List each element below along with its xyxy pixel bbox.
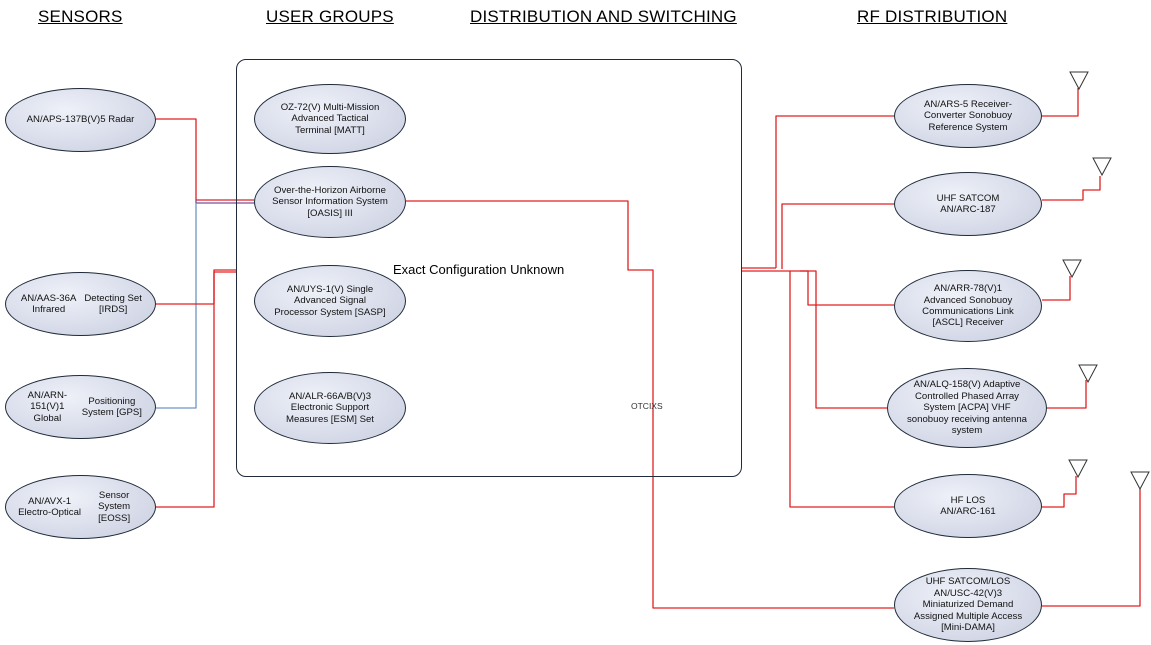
user-group-esm-line-1: AN/ALR-66A/B(V)3: [288, 390, 372, 402]
config-unknown-label: Exact Configuration Unknown: [393, 262, 565, 277]
user-group-esm: AN/ALR-66A/B(V)3 Electronic Support Meas…: [254, 372, 406, 444]
rf-alq158-line-4: sonobuoy receiving antenna: [906, 413, 1027, 425]
rf-alq158-line-1: AN/ALQ-158(V) Adaptive: [913, 379, 1021, 391]
link-ars5-antenna: [1042, 88, 1079, 117]
rf-arc161: HF LOS AN/ARC-161: [894, 474, 1042, 538]
link-arc187-antenna: [1042, 176, 1101, 201]
sensor-irds: AN/AAS-36A Infrared Detecting Set [IRDS]: [5, 272, 156, 336]
sensor-irds-line-1: AN/AAS-36A Infrared: [20, 292, 77, 315]
link-arr78-antenna: [1042, 276, 1071, 301]
rf-arr78-line-2: Advanced Sonobuoy: [923, 294, 1013, 306]
link-arr78: [790, 270, 894, 306]
sensor-eoss-line-2: Sensor System [EOSS]: [98, 489, 131, 524]
link-alq158: [800, 270, 887, 409]
link-gps-oasis: [156, 203, 197, 409]
rf-arr78-line-3: Communications Link: [922, 306, 1014, 317]
otcixs-label: OTCIXS: [631, 401, 663, 411]
rf-usc42-line-1: UHF SATCOM/LOS: [925, 576, 1011, 588]
sensor-eoss: AN/AVX-1 Electro-Optical Sensor System […: [5, 475, 156, 539]
sensor-radar-line-1: AN/APS-137B(V)5 Radar: [26, 114, 135, 126]
user-group-oasis-line-3: [OASIS] III: [307, 207, 353, 219]
header-distribution-switching: DISTRIBUTION AND SWITCHING: [470, 7, 737, 26]
link-eoss-box: [156, 271, 236, 508]
user-group-oasis-line-2: Sensor Information System: [272, 196, 388, 208]
sensor-irds-line-2: Detecting Set [IRDS]: [84, 292, 142, 315]
rf-alq158-line-3: System [ACPA] VHF: [923, 402, 1011, 414]
rf-usc42-line-2: AN/USC-42(V)3: [933, 587, 1003, 599]
user-group-oasis-line-1: Over-the-Horizon Airborne: [274, 184, 386, 196]
user-group-sasp-line-1: AN/UYS-1(V) Single: [286, 283, 374, 295]
antenna-icon: [1062, 259, 1082, 279]
header-rf-distribution: RF DISTRIBUTION: [857, 7, 1008, 26]
link-radar-oasis: [156, 118, 254, 201]
antenna-icon: [1069, 71, 1089, 91]
user-group-esm-line-2: Electronic Support: [290, 402, 370, 414]
rf-alq158: AN/ALQ-158(V) Adaptive Controlled Phased…: [887, 368, 1047, 448]
rf-usc42-line-3: Miniaturized Demand: [922, 599, 1014, 611]
rf-usc42-line-5: [Mini-DAMA]: [941, 622, 995, 634]
user-group-sasp: AN/UYS-1(V) Single Advanced Signal Proce…: [254, 265, 406, 337]
rf-arc187: UHF SATCOM AN/ARC-187: [894, 172, 1042, 236]
rf-ars5: AN/ARS-5 Receiver- Converter Sonobuoy Re…: [894, 84, 1042, 148]
rf-arc187-line-2: AN/ARC-187: [940, 204, 996, 215]
antenna-icon: [1068, 459, 1088, 479]
link-oasis-minidama: [406, 200, 894, 609]
sensor-radar: AN/APS-137B(V)5 Radar: [5, 88, 156, 152]
rf-arc187-line-1: UHF SATCOM: [936, 192, 1000, 204]
header-user-groups: USER GROUPS: [266, 7, 394, 26]
link-ars5: [775, 115, 894, 268]
user-group-oasis: Over-the-Horizon Airborne Sensor Informa…: [254, 166, 406, 238]
user-group-sasp-line-2: Advanced Signal: [293, 295, 366, 307]
user-group-matt-line-2: Advanced Tactical: [291, 113, 369, 125]
antenna-icon: [1092, 157, 1112, 177]
rf-arc161-line-2: AN/ARC-161: [940, 506, 996, 517]
antenna-icon: [1078, 364, 1098, 384]
user-group-sasp-line-3: Processor System [SASP]: [274, 306, 386, 318]
rf-ars5-line-1: AN/ARS-5 Receiver-: [924, 98, 1012, 110]
user-group-matt-line-1: OZ-72(V) Multi-Mission: [280, 101, 380, 113]
link-arc161: [789, 271, 894, 508]
sensor-gps-line-2: Positioning System [GPS]: [81, 395, 142, 418]
rf-ars5-line-3: Reference System: [928, 121, 1008, 133]
sensor-gps: AN/ARN-151(V)1 Global Positioning System…: [5, 375, 156, 439]
link-arc161-antenna: [1042, 476, 1077, 508]
rf-arr78: AN/ARR-78(V)1 Advanced Sonobuoy Communic…: [894, 270, 1042, 342]
header-sensors: SENSORS: [38, 7, 123, 26]
rf-ars5-line-2: Converter Sonobuoy: [924, 110, 1012, 122]
link-usc42-antenna: [1042, 489, 1141, 607]
rf-arr78-line-4: [ASCL] Receiver: [932, 317, 1004, 329]
distribution-switching-box: [236, 59, 742, 477]
antenna-icon: [1130, 471, 1150, 491]
link-alq158-antenna: [1047, 380, 1087, 409]
sensor-gps-line-1: AN/ARN-151(V)1 Global: [27, 389, 68, 424]
rf-alq158-line-2: Controlled Phased Array: [914, 390, 1019, 402]
rf-usc42: UHF SATCOM/LOS AN/USC-42(V)3 Miniaturize…: [894, 568, 1042, 642]
user-group-matt: OZ-72(V) Multi-Mission Advanced Tactical…: [254, 84, 406, 154]
rf-arr78-line-1: AN/ARR-78(V)1: [933, 283, 1003, 295]
rf-usc42-line-4: Assigned Multiple Access: [913, 610, 1023, 622]
rf-arc161-line-1: HF LOS: [950, 494, 986, 506]
user-group-esm-line-3: Measures [ESM] Set: [286, 413, 374, 425]
sensor-eoss-line-1: AN/AVX-1 Electro-Optical: [18, 495, 82, 518]
rf-alq158-line-5: system: [951, 425, 983, 437]
link-arc187: [781, 203, 894, 269]
user-group-matt-line-3: Terminal [MATT]: [295, 124, 365, 136]
